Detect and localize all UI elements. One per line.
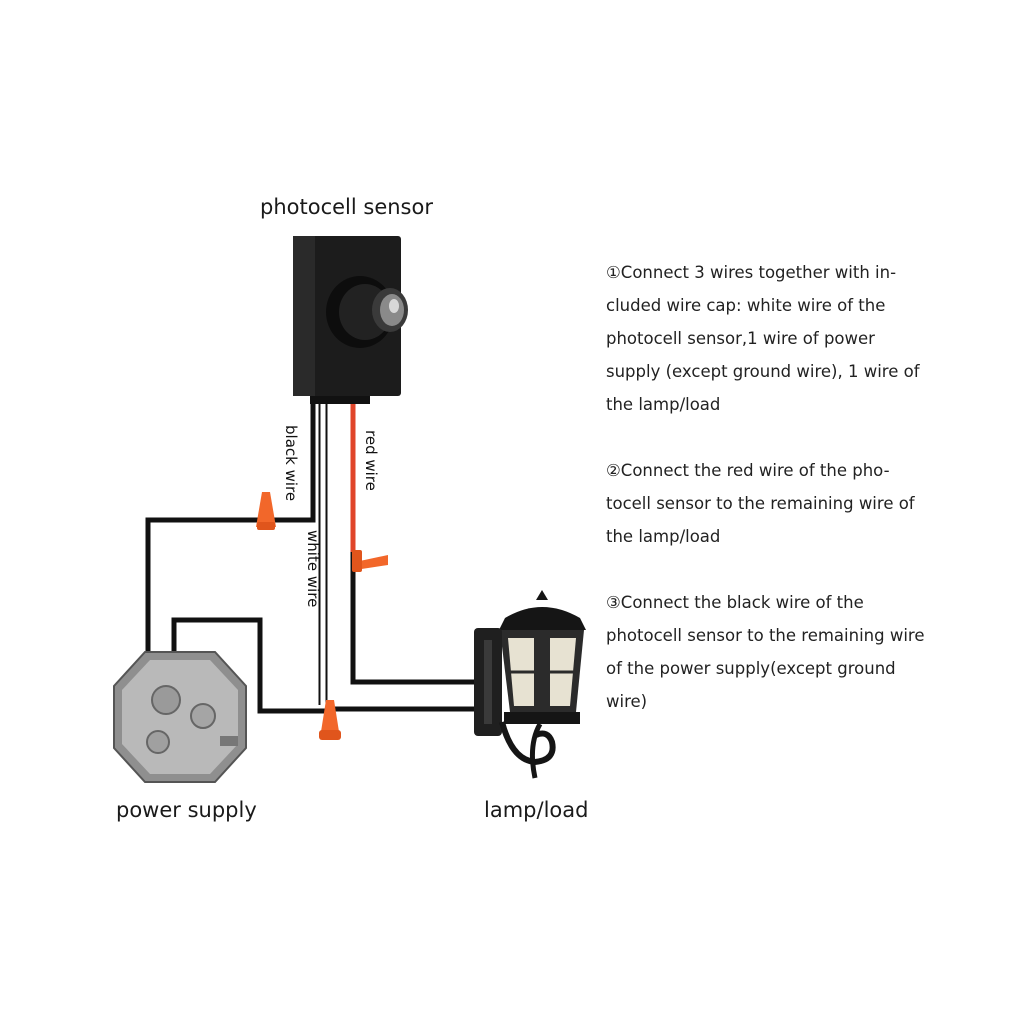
instruction-step-2: ②Connect the red wire of the pho-tocell … bbox=[606, 461, 915, 546]
wire-cap-red bbox=[352, 550, 388, 572]
black-wire bbox=[145, 400, 316, 672]
photocell-sensor-icon bbox=[293, 236, 408, 404]
power-lead-wire bbox=[171, 617, 326, 714]
wire-cap-black bbox=[256, 492, 276, 530]
sensor-label: photocell sensor bbox=[260, 195, 433, 219]
power-supply-icon bbox=[113, 651, 247, 783]
lamp-icon bbox=[474, 590, 586, 779]
black-wire-label: black wire bbox=[282, 425, 300, 502]
instructions-panel: ①Connect 3 wires together with in-cluded… bbox=[606, 256, 926, 751]
instruction-step-3: ③Connect the black wire of the photocell… bbox=[606, 593, 925, 711]
red-to-lamp-wire bbox=[350, 552, 480, 685]
lamp-label: lamp/load bbox=[484, 798, 589, 822]
red-wire-label: red wire bbox=[362, 430, 380, 491]
instruction-step-1: ①Connect 3 wires together with in-cluded… bbox=[606, 263, 920, 414]
white-wire-label: white wire bbox=[304, 530, 322, 608]
power-supply-label: power supply bbox=[116, 798, 257, 822]
wire-cap-white bbox=[319, 700, 341, 740]
